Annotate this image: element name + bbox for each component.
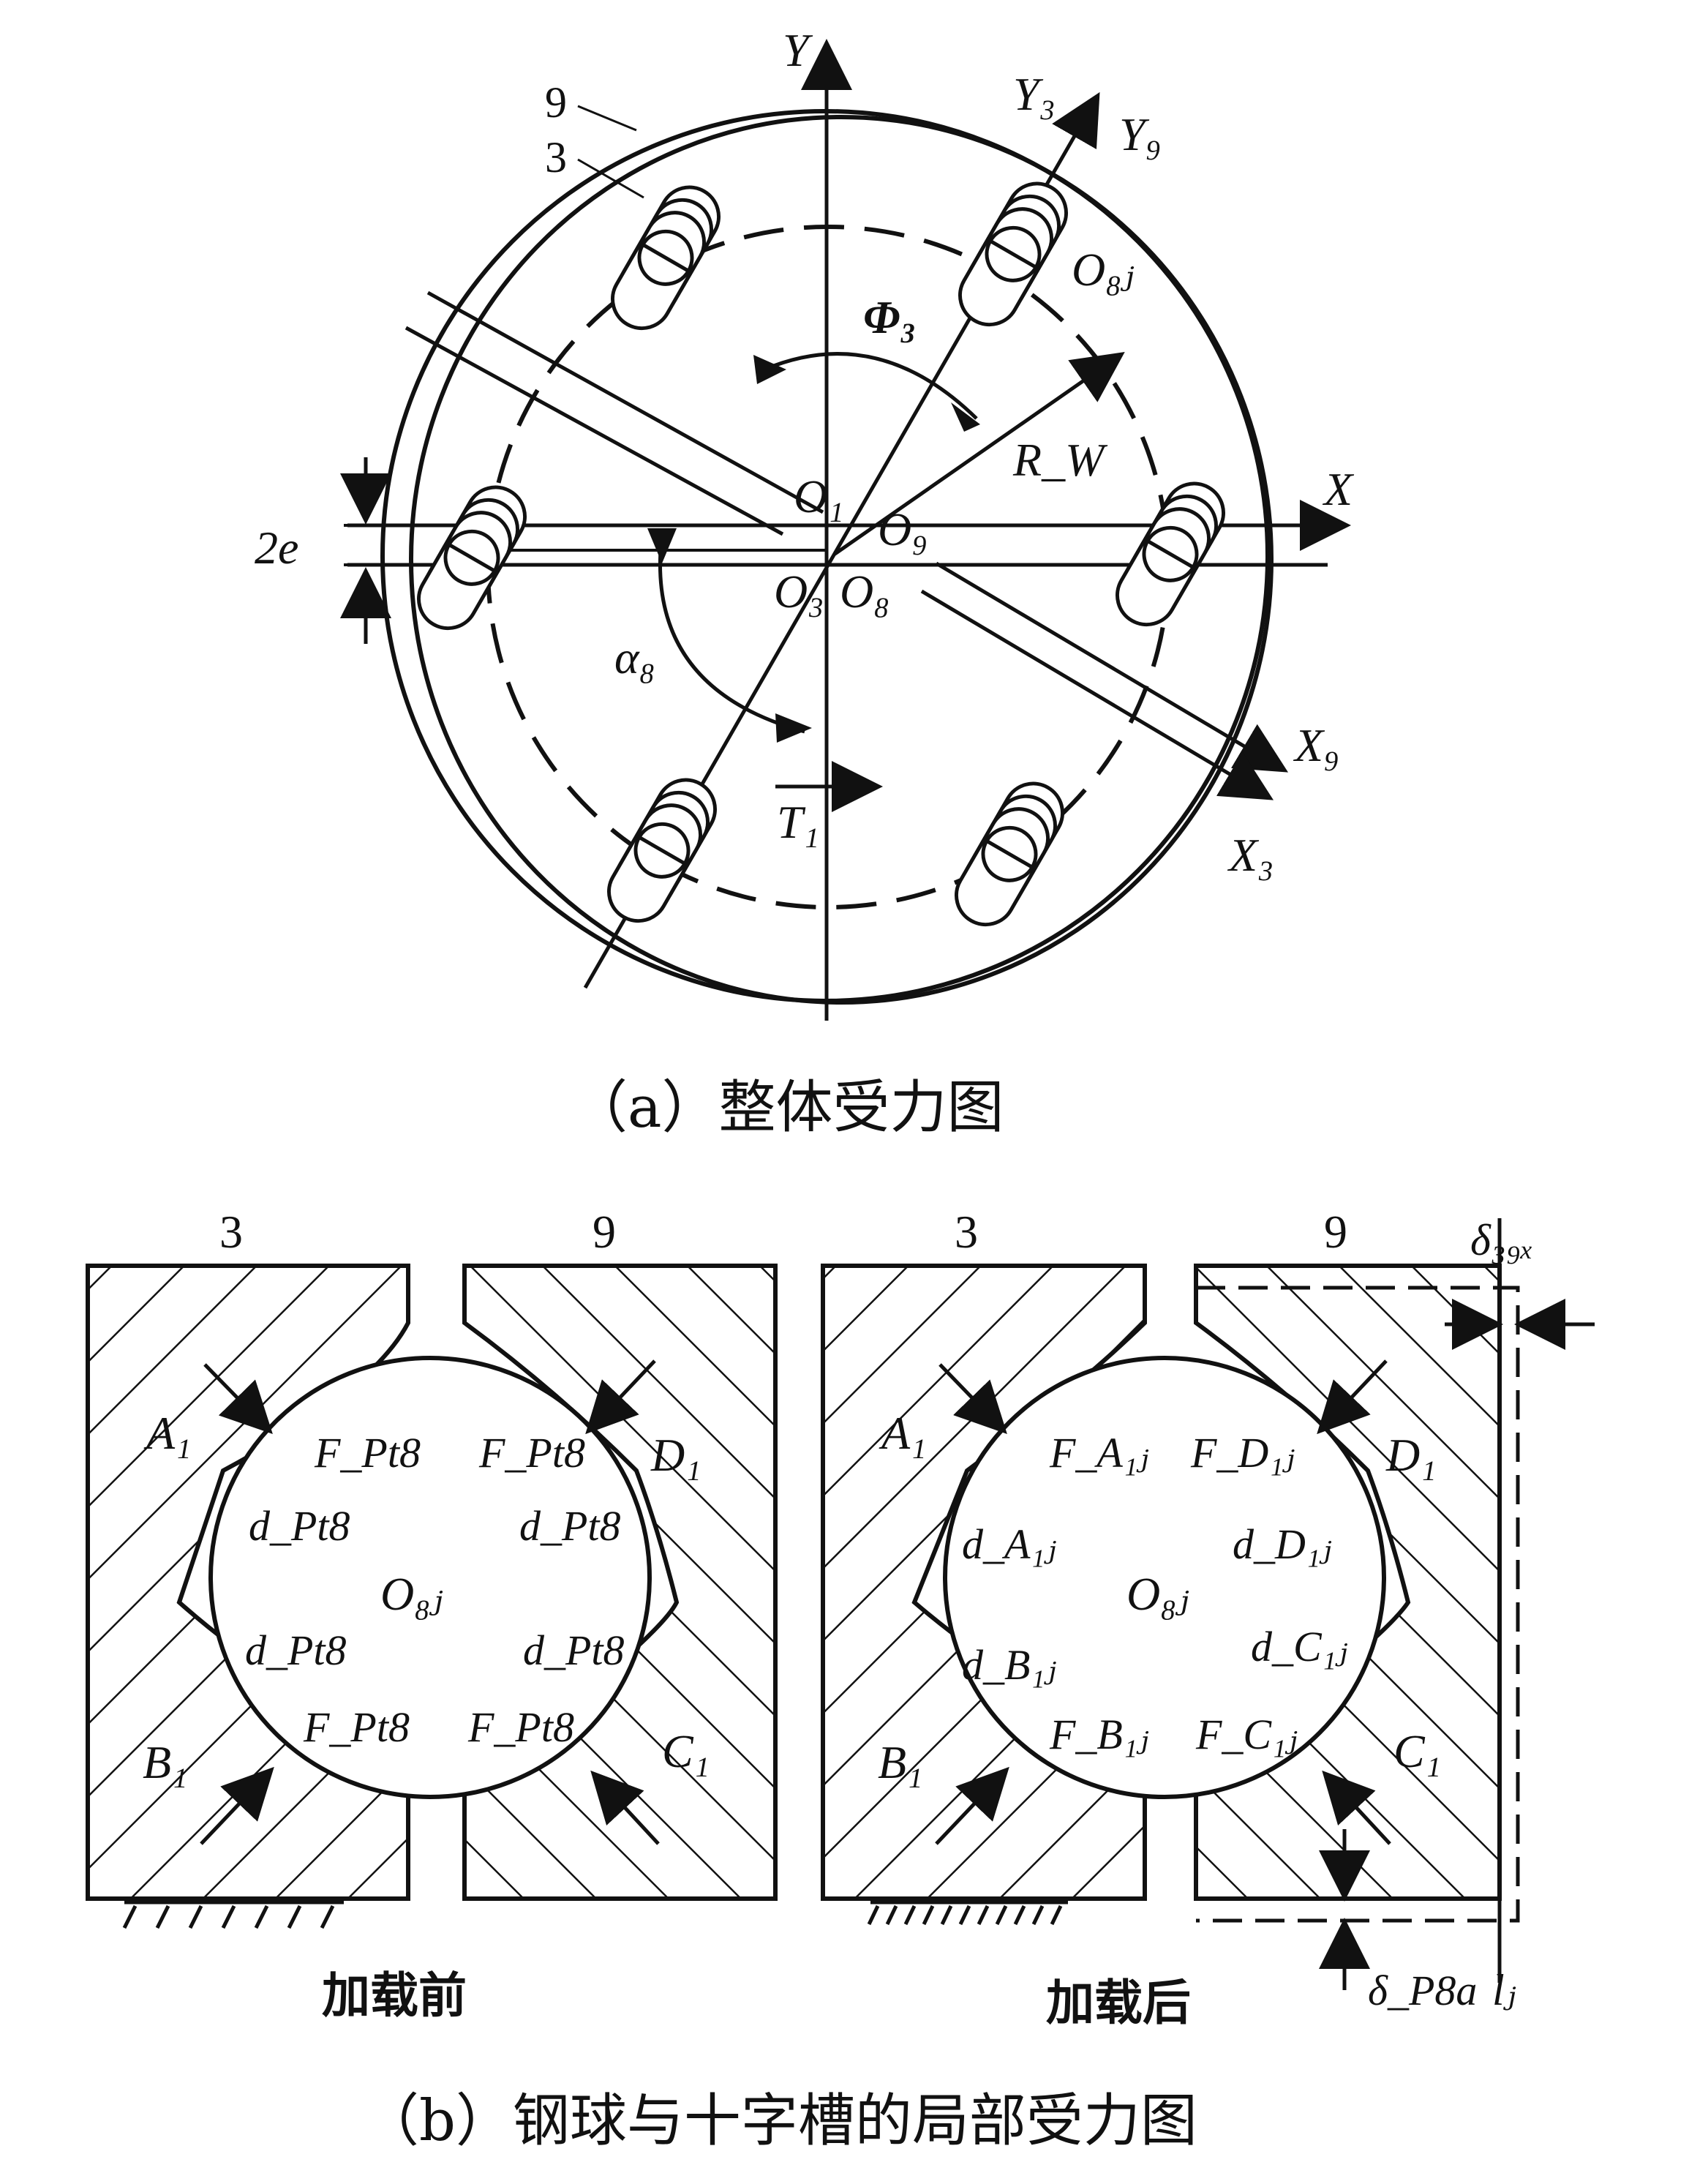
title-after: 加载后	[1046, 1975, 1191, 2031]
title-before: 加载前	[322, 1967, 467, 2024]
label-part-9-before: 9	[593, 1206, 616, 1258]
label-d-tl-before: d_Pt8	[249, 1502, 350, 1550]
label-f-tr-before: F_Pt8	[478, 1429, 585, 1476]
label-fa-after: F_A₁ⱼ	[1049, 1429, 1149, 1476]
label-a1-before: A₁	[143, 1407, 191, 1459]
alpha8-arrow-end	[775, 713, 812, 743]
arrow-c1-after	[1322, 1770, 1391, 1845]
label-center-after: O₈ⱼ	[1126, 1568, 1189, 1620]
label-part-9-after: 9	[1324, 1206, 1347, 1258]
leader-part-9	[577, 105, 637, 132]
arrow-d1-after	[1317, 1359, 1388, 1435]
label-center-before: O₈ⱼ	[380, 1568, 443, 1620]
label-f-bl-before: F_Pt8	[303, 1703, 410, 1751]
label-o3: O₃	[774, 566, 824, 618]
label-f-tl-before: F_Pt8	[314, 1429, 421, 1476]
label-b1-after: B₁	[878, 1736, 922, 1788]
leader-part-3	[577, 158, 644, 199]
phi3-arrow-end	[951, 402, 980, 432]
label-b1-before: B₁	[143, 1736, 187, 1788]
x3-axis	[920, 589, 1274, 800]
arrow-c1-before	[590, 1770, 660, 1845]
ball-set-lower-right	[946, 773, 1073, 935]
label-da-after: d_A₁ⱼ	[962, 1520, 1057, 1568]
label-x: X	[1322, 463, 1355, 515]
arrow-b1-after	[935, 1766, 1009, 1845]
arrow-b1-before	[200, 1766, 274, 1845]
label-d-br-before: d_Pt8	[523, 1626, 625, 1674]
label-delta39x: δ₃₉ₓ	[1470, 1216, 1534, 1264]
local-force-diagram: 3 9 A₁ D₁ B₁ C₁ O₈ⱼ F_Pt8 F_Pt8 d_Pt8 d_…	[86, 1206, 1595, 2154]
alpha8-arrow-start	[647, 528, 677, 563]
label-2e: 2e	[255, 522, 298, 574]
label-deltap8a: δ_P8a	[1368, 1967, 1477, 2014]
label-dd-after: d_D₁ⱼ	[1233, 1520, 1332, 1568]
label-part-9: 9	[545, 78, 567, 127]
steel-ball-before	[208, 1356, 652, 1799]
label-o1: O₁	[794, 470, 843, 522]
ball-set-upper-right	[949, 173, 1077, 335]
label-rw: R_W	[1012, 434, 1108, 486]
after-loading-panel: 3 9 δ₃₉ₓ A₁ D₁ B₁ C₁ O₈ⱼ F_A₁ⱼ F_D₁ⱼ d_A…	[821, 1206, 1595, 2031]
ground-ticks-before	[122, 1905, 335, 1929]
slot-line-2	[405, 326, 784, 536]
label-f-br-before: F_Pt8	[467, 1703, 574, 1751]
label-d-bl-before: d_Pt8	[245, 1626, 347, 1674]
slot-line-1	[426, 290, 824, 514]
label-d-tr-before: d_Pt8	[519, 1502, 621, 1550]
phi3-arc	[764, 352, 978, 420]
ball-set-lower-left	[598, 769, 726, 931]
ring-part-3	[409, 115, 1274, 1005]
steel-ball-after	[943, 1356, 1386, 1799]
label-lj: lⱼ	[1492, 1966, 1516, 2014]
before-loading-panel: 3 9 A₁ D₁ B₁ C₁ O₈ⱼ F_Pt8 F_Pt8 d_Pt8 d_…	[86, 1206, 778, 2024]
label-t1: T₁	[777, 796, 819, 848]
label-dc-after: d_C₁ⱼ	[1251, 1623, 1348, 1670]
caption-a: （a）整体受力图	[571, 1075, 1004, 1141]
label-d1-after: D₁	[1385, 1429, 1436, 1481]
label-o8j: O₈ⱼ	[1072, 244, 1134, 296]
overall-force-diagram: Y Y₃ Y₉ 9 3 O₈ⱼ Φ₃ R_W X O₁ O₉ O₃ O₈ 2e …	[255, 24, 1355, 1141]
phi3-arrow-start	[753, 355, 786, 384]
label-a1-after: A₁	[879, 1407, 926, 1459]
alpha8-arc	[658, 533, 805, 734]
label-y3: Y₃	[1013, 68, 1056, 120]
caption-b: （b）钢球与十字槽的局部受力图	[362, 2088, 1197, 2154]
label-fd-after: F_D₁ⱼ	[1190, 1429, 1295, 1476]
label-c1-after: C₁	[1393, 1725, 1441, 1777]
label-y9: Y₉	[1119, 108, 1162, 160]
label-phi3: Φ₃	[863, 291, 917, 343]
label-o8: O₈	[840, 566, 889, 618]
ground-ticks-after	[867, 1905, 1063, 1926]
label-part-3-before: 3	[219, 1206, 243, 1258]
ball-set-right	[1107, 473, 1234, 635]
ball-set-upper-left	[602, 176, 729, 339]
x9-axis	[935, 561, 1289, 773]
arrow-d1-before	[585, 1359, 656, 1435]
label-o9: O₉	[878, 503, 928, 555]
label-d1-before: D₁	[650, 1429, 701, 1481]
arrow-a1-after	[938, 1363, 1007, 1435]
label-part-3: 3	[545, 133, 567, 181]
label-fb-after: F_B₁ⱼ	[1049, 1711, 1149, 1758]
label-db-after: d_B₁ⱼ	[962, 1641, 1057, 1689]
arrow-a1-before	[203, 1363, 273, 1435]
ball-set-left	[408, 476, 535, 639]
label-x9: X₉	[1293, 719, 1339, 771]
label-c1-before: C₁	[662, 1725, 710, 1777]
label-alpha8: α₈	[614, 631, 655, 683]
label-x3: X₃	[1227, 829, 1274, 881]
label-part-3-after: 3	[955, 1206, 978, 1258]
label-fc-after: F_C₁ⱼ	[1195, 1711, 1298, 1758]
radius-rw-arrow	[832, 351, 1125, 557]
label-y: Y	[783, 24, 813, 76]
